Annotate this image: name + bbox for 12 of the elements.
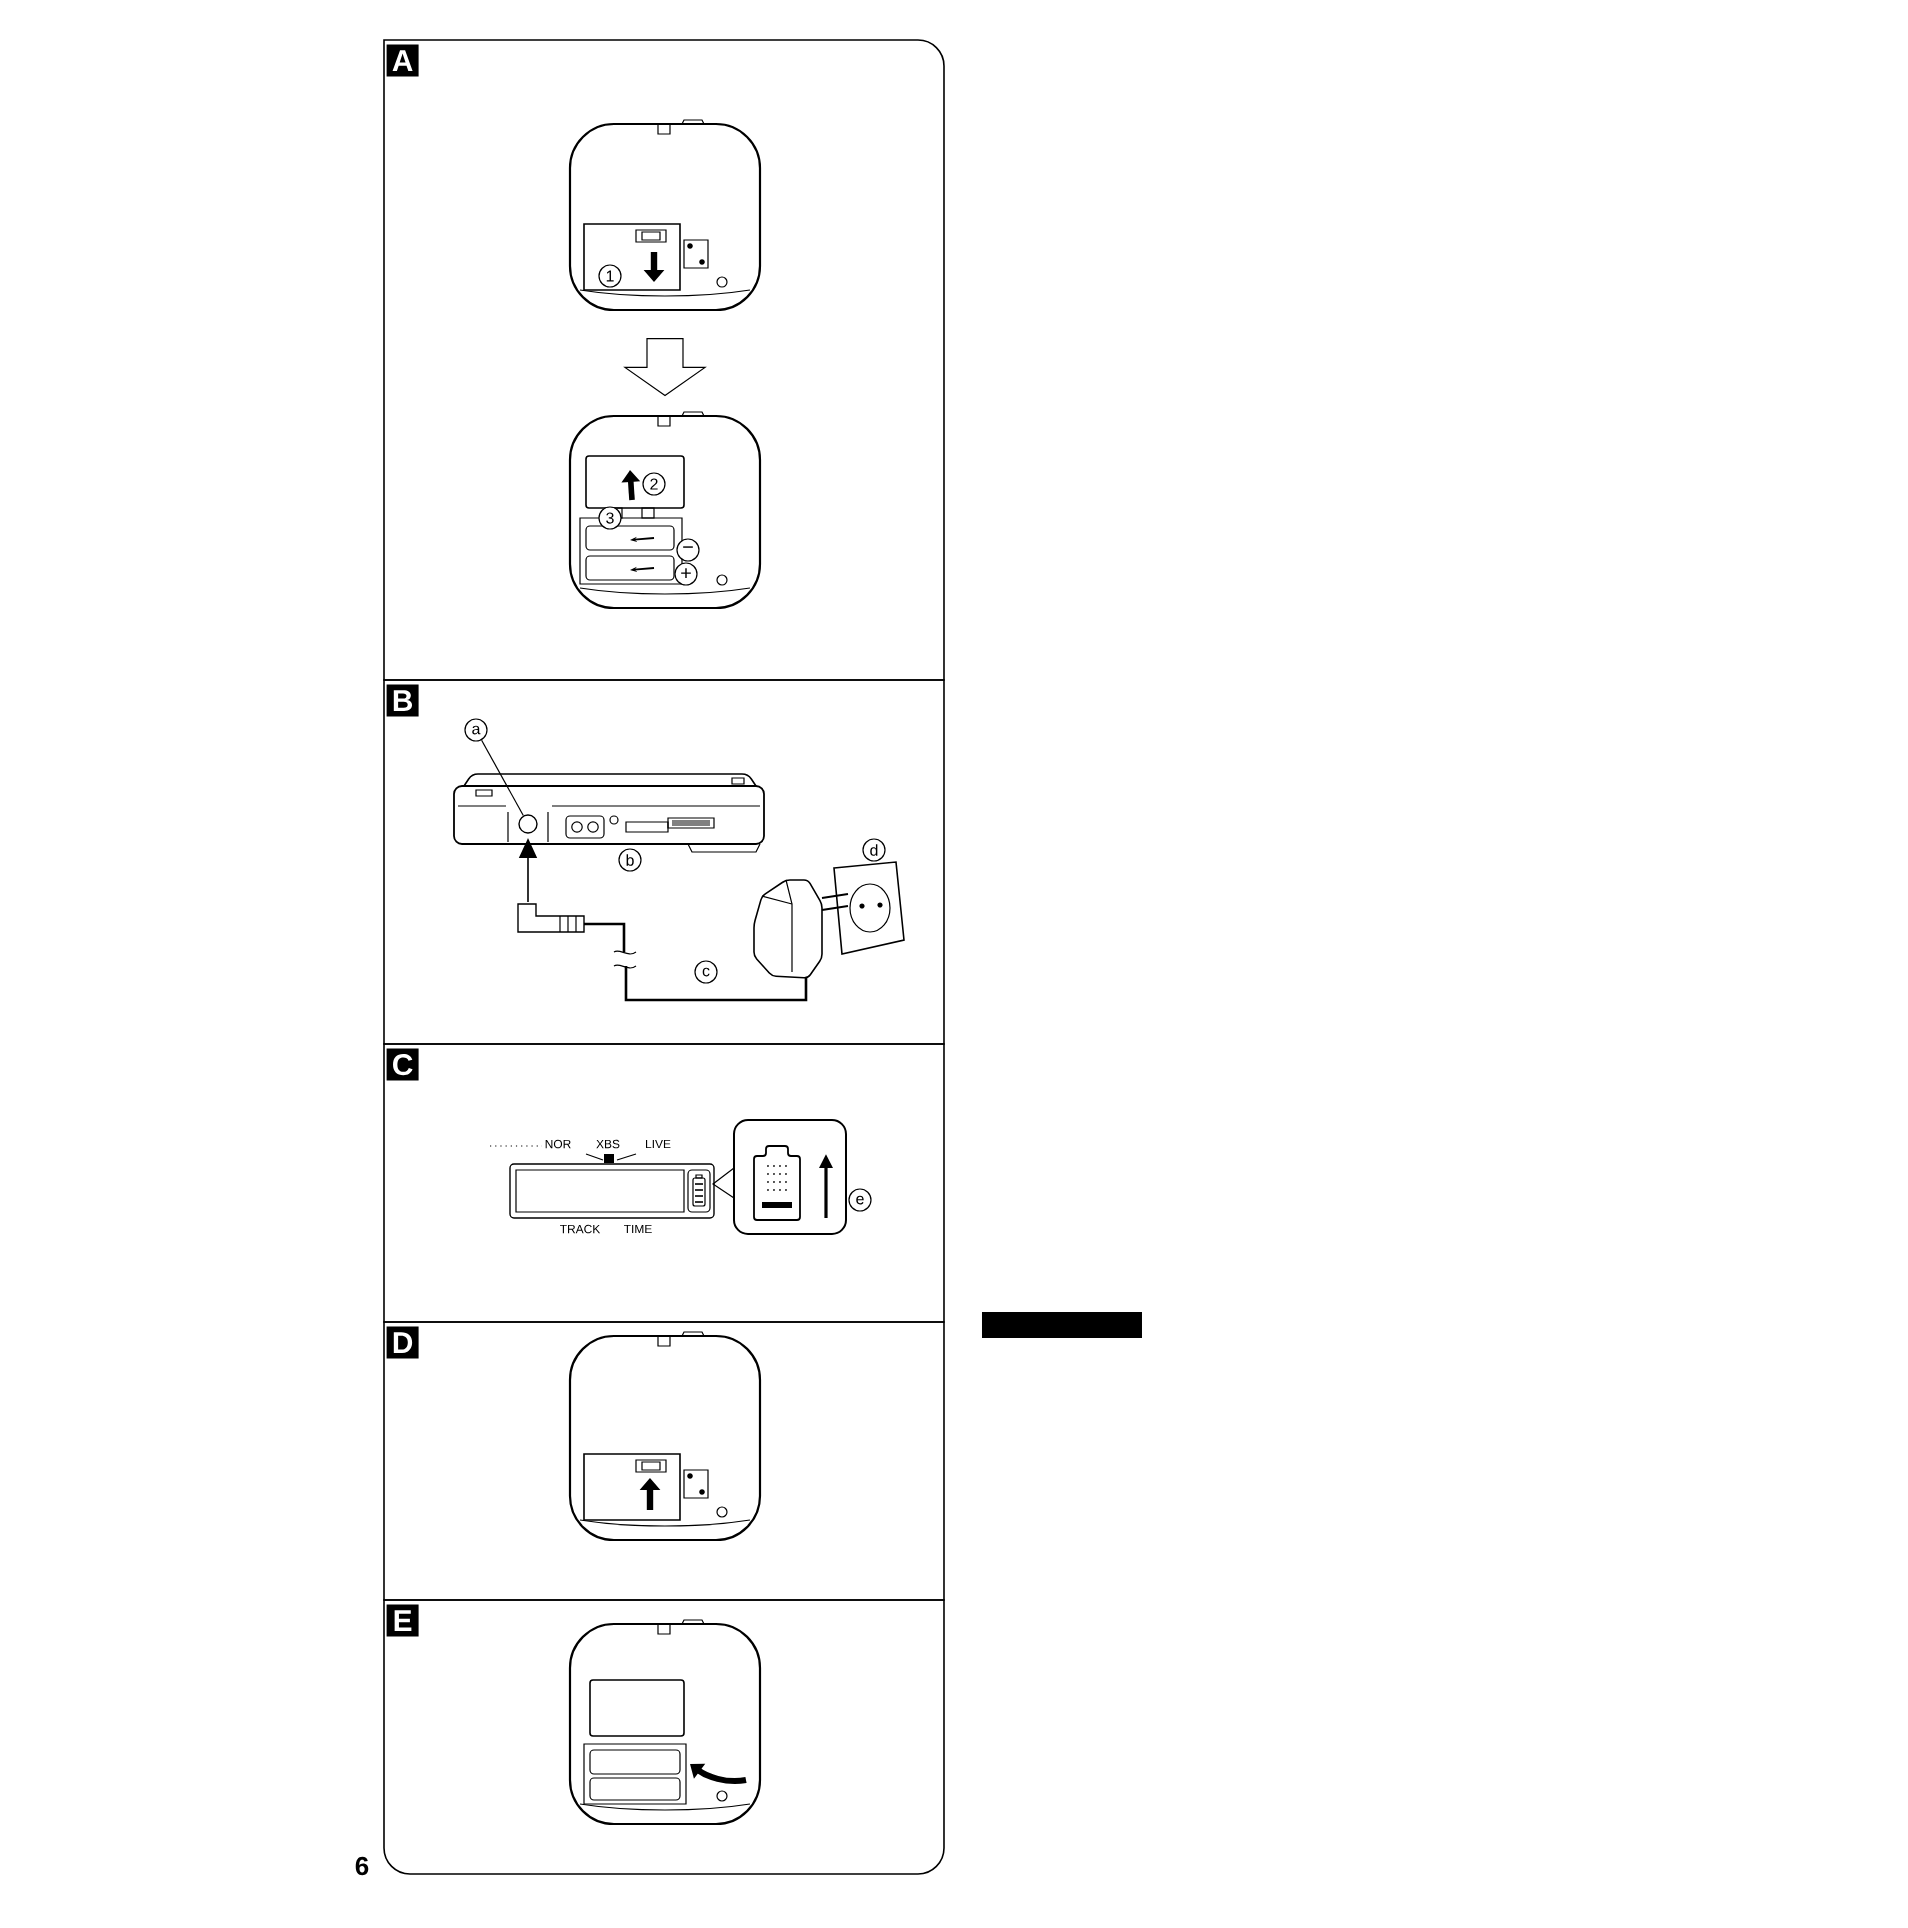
- letter-tag: E: [386, 1604, 419, 1637]
- letter-tag: A: [386, 44, 419, 77]
- polarity-sign: +: [674, 562, 698, 586]
- letter-tag: C: [386, 1048, 419, 1081]
- letter-tag: D: [386, 1326, 419, 1359]
- jack-socket: [518, 814, 538, 834]
- player-picture: [568, 119, 762, 312]
- polarity-sign: −: [676, 538, 700, 562]
- player-picture: [568, 411, 762, 610]
- letter-tag: B: [386, 684, 419, 717]
- leader-line: [481, 739, 524, 817]
- hollow-arrow: [623, 338, 707, 397]
